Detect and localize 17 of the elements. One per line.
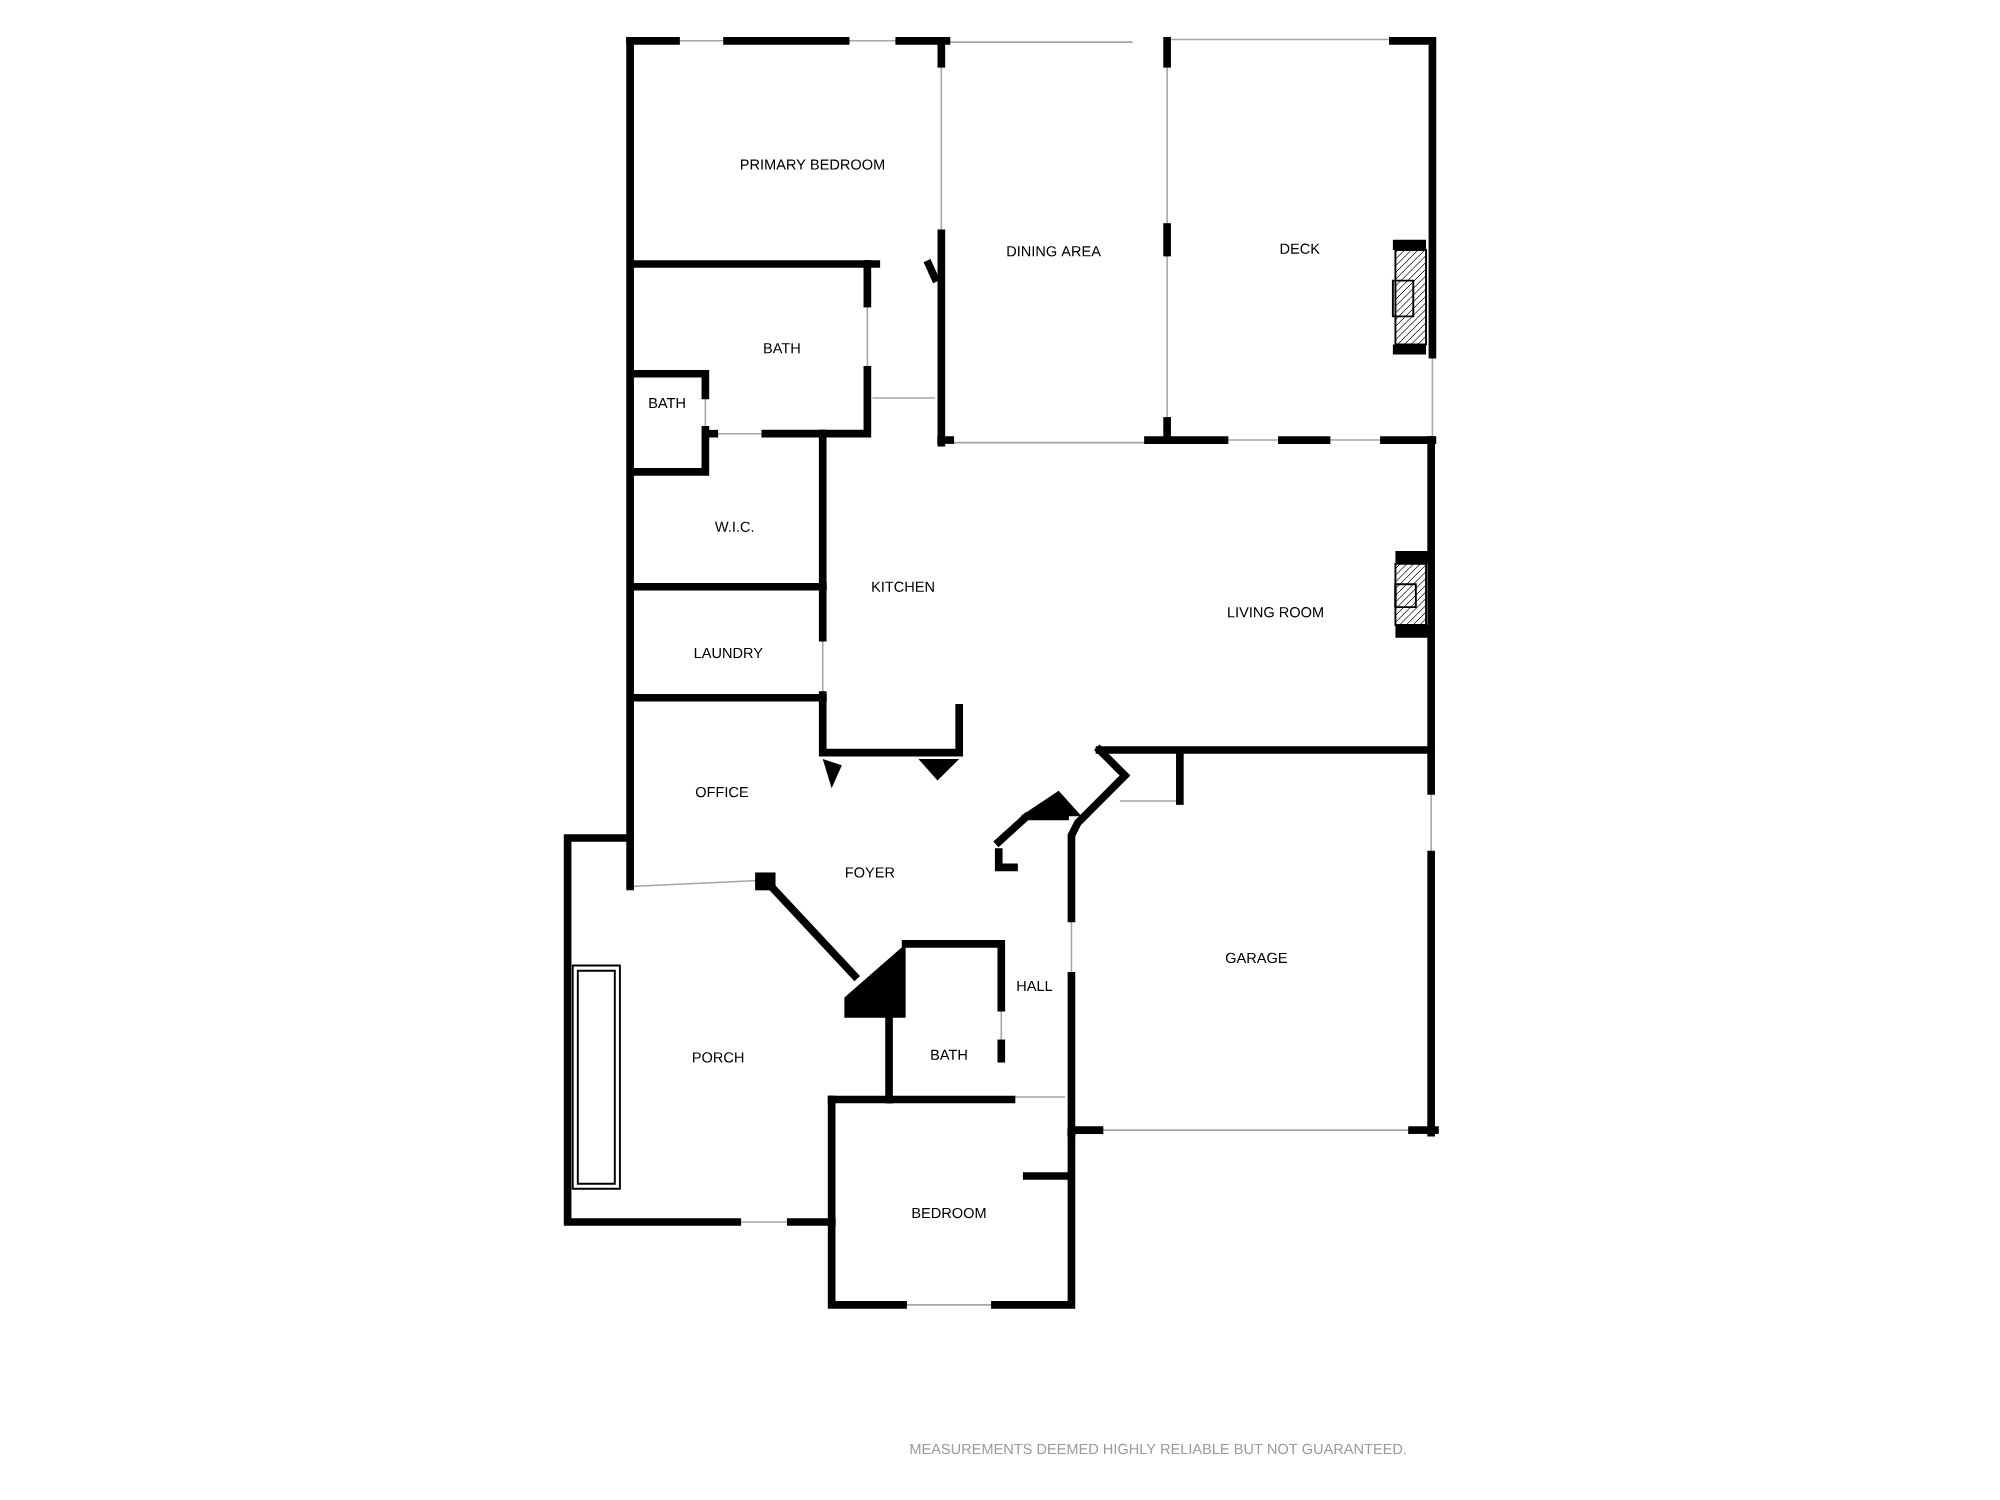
room-label: LAUNDRY bbox=[694, 648, 763, 659]
room-label: GARAGE bbox=[1225, 952, 1287, 964]
room-label: KITCHEN bbox=[872, 581, 934, 592]
room-label: W.I.C. bbox=[714, 521, 754, 532]
room-label: OFFICE bbox=[695, 786, 748, 798]
room-label: BATH bbox=[764, 343, 800, 354]
room-label: FOYER bbox=[846, 867, 895, 878]
room-label: HALL bbox=[1017, 981, 1053, 991]
room-label: DINING AREA bbox=[1007, 246, 1101, 257]
disclaimer-note: MEASUREMENTS DEEMED HIGHLY RELIABLE BUT NOT GUARANTEED. bbox=[910, 1443, 1406, 1455]
room-label: BATH bbox=[649, 398, 685, 409]
room-label: DECK bbox=[1280, 243, 1320, 254]
room-label: BEDROOM bbox=[912, 1207, 986, 1219]
room-label: LIVING ROOM bbox=[1228, 607, 1323, 618]
room-label: PRIMARY BEDROOM bbox=[741, 159, 884, 170]
room-label: BATH bbox=[931, 1049, 967, 1060]
room-label: PORCH bbox=[693, 1052, 744, 1063]
